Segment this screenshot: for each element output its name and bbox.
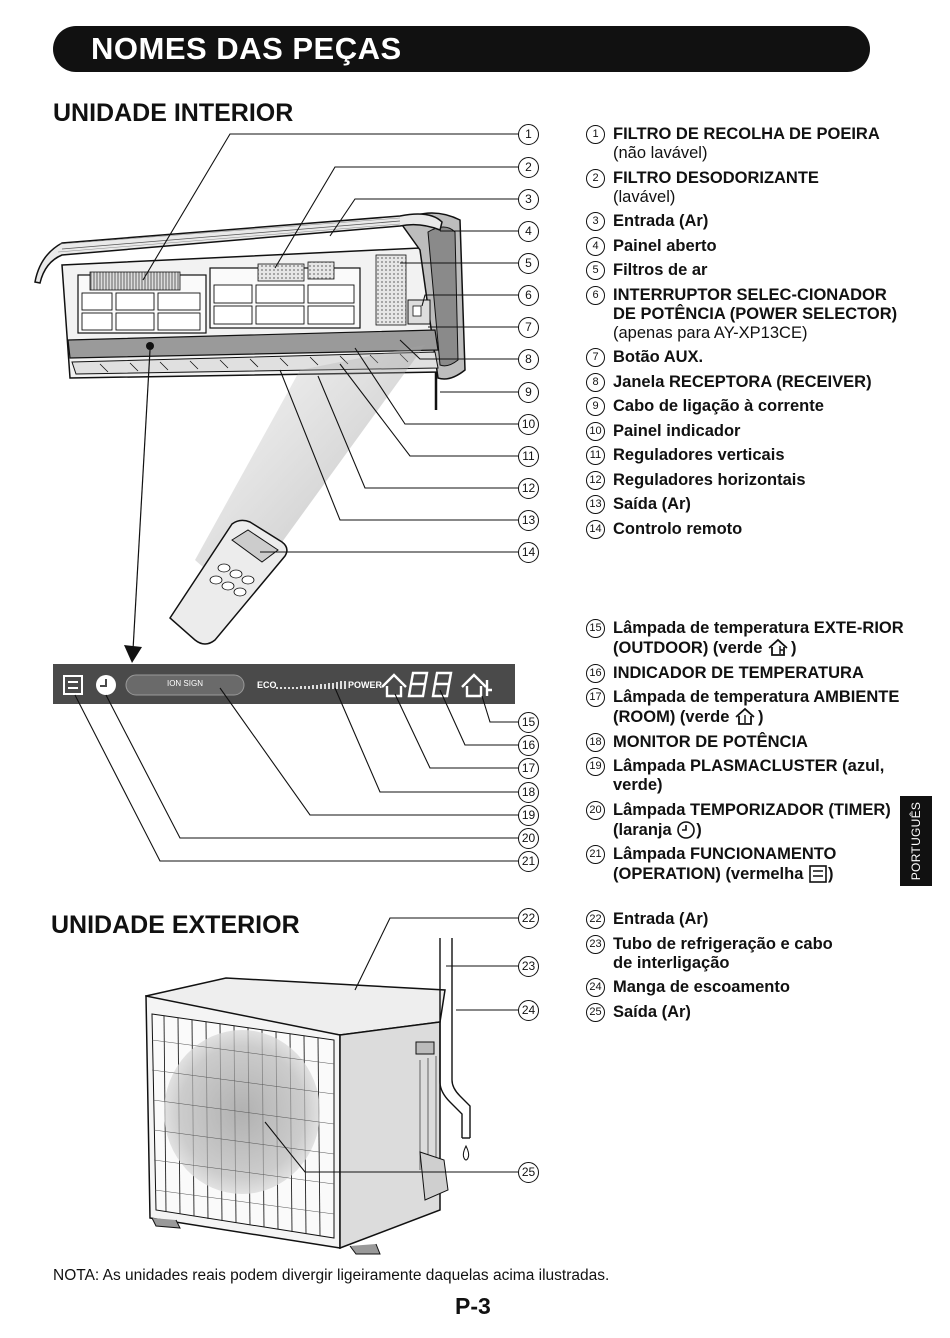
callout-11: 11	[518, 446, 539, 467]
indicator-panel-drawing	[53, 664, 515, 704]
callout-25: 25	[518, 1162, 539, 1183]
clock-icon	[677, 820, 696, 839]
callout-16: 16	[518, 735, 539, 756]
callout-22: 22	[518, 908, 539, 929]
leader-lines	[74, 133, 518, 1173]
room-house-icon	[735, 707, 755, 725]
page-number: P-3	[455, 1293, 491, 1319]
callout-12: 12	[518, 478, 539, 499]
eco-label: ECO	[257, 680, 277, 690]
indoor-unit-drawing	[34, 212, 466, 410]
callout-8: 8	[518, 349, 539, 370]
remote-control-drawing	[169, 519, 288, 645]
operation-icon	[809, 865, 827, 883]
callout-19: 19	[518, 805, 539, 826]
callout-18: 18	[518, 782, 539, 803]
language-tab: PORTUGUÊS	[900, 796, 932, 886]
callout-5: 5	[518, 253, 539, 274]
callout-9: 9	[518, 382, 539, 403]
footer-note: NOTA: As unidades reais podem divergir l…	[53, 1267, 610, 1284]
section-indoor-heading: UNIDADE INTERIOR	[53, 99, 294, 127]
callout-7: 7	[518, 317, 539, 338]
callout-24: 24	[518, 1000, 539, 1021]
callout-10: 10	[518, 414, 539, 435]
callout-3: 3	[518, 189, 539, 210]
callout-15: 15	[518, 712, 539, 733]
callout-23: 23	[518, 956, 539, 977]
page-title: NOMES DAS PEÇAS	[53, 26, 870, 72]
power-monitor-bars	[276, 681, 346, 689]
callout-21: 21	[518, 851, 539, 872]
callout-20: 20	[518, 828, 539, 849]
callout-4: 4	[518, 221, 539, 242]
callout-17: 17	[518, 758, 539, 779]
callout-13: 13	[518, 510, 539, 531]
operation-lamp-icon	[63, 675, 83, 695]
section-outdoor-heading: UNIDADE EXTERIOR	[51, 911, 300, 939]
ion-sign-lamp	[125, 674, 245, 696]
outdoor-unit-drawing	[145, 938, 471, 1255]
timer-lamp-icon	[96, 675, 116, 695]
callout-14: 14	[518, 542, 539, 563]
temperature-display-digits	[407, 671, 453, 698]
ion-sign-label: ION SIGN	[166, 679, 203, 688]
outdoor-temperature-lamp-icon	[461, 673, 492, 698]
power-label: POWER	[348, 680, 383, 690]
outdoor-house-icon	[768, 638, 788, 656]
callout-6: 6	[518, 285, 539, 306]
callout-2: 2	[518, 157, 539, 178]
room-temperature-lamp-icon	[381, 673, 407, 698]
callout-1: 1	[518, 124, 539, 145]
